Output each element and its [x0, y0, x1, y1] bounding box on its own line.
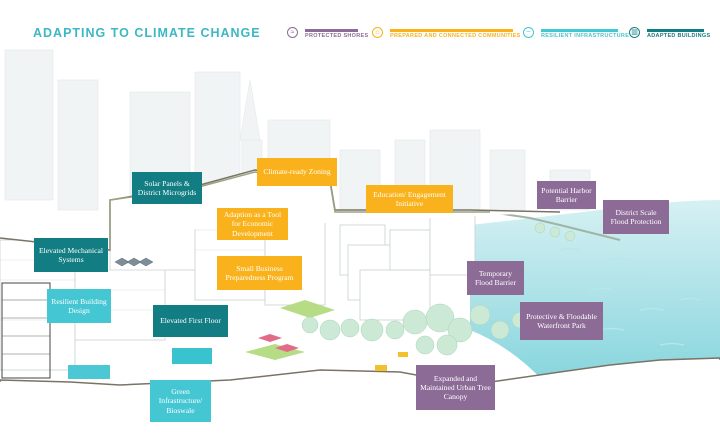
callout-urban-tree-canopy: Expanded and Maintained Urban Tree Canop… — [416, 365, 495, 410]
legend-label: PREPARED AND CONNECTED COMMUNITIES — [390, 33, 521, 39]
wave-marks — [559, 247, 701, 346]
legend-adapted-buildings: ▥ ADAPTED BUILDINGS — [629, 27, 710, 44]
legend-prepared-communities: ⌂ PREPARED AND CONNECTED COMMUNITIES — [372, 27, 520, 44]
harbor-water — [470, 200, 720, 400]
callout-elevated-mechanical: Elevated Mechanical Systems — [34, 238, 108, 272]
cutaway-building — [1, 282, 51, 379]
legend-bar — [647, 29, 704, 32]
page-title: ADAPTING TO CLIMATE CHANGE — [33, 26, 261, 40]
callout-adaption-tool: Adaption as a Tool for Economic Developm… — [217, 208, 288, 240]
callout-education: Education/ Engagement Initiative — [366, 185, 453, 213]
callout-district-scale: District Scale Flood Protection — [603, 200, 669, 234]
infrastructure-icon: ~ — [523, 27, 534, 38]
callout-green-infrastructure: Green Infrastructure/ Bioswale — [150, 380, 211, 422]
legend-bar — [390, 29, 513, 32]
building-icon: ▥ — [629, 27, 640, 38]
shore-icon: ≈ — [287, 27, 298, 38]
legend-bar — [541, 29, 618, 32]
legend-resilient-infrastructure: ~ RESILIENT INFRASTRUCTURE — [523, 27, 629, 44]
callout-protective-park: Protective & Floodable Waterfront Park — [520, 302, 603, 340]
building-outline — [109, 171, 490, 250]
callout-potential-harbor-barrier: Potential Harbor Barrier — [537, 181, 596, 209]
community-icon: ⌂ — [372, 27, 383, 38]
bioswale-pool — [172, 348, 212, 364]
cutaway-floors — [2, 299, 50, 355]
legend-label: RESILIENT INFRASTRUCTURE — [541, 33, 630, 39]
rain-tank — [68, 365, 110, 379]
legend-label: PROTECTED SHORES — [305, 33, 369, 39]
legend-label: ADAPTED BUILDINGS — [647, 33, 711, 39]
callout-small-business: Small Business Preparedness Program — [217, 256, 302, 290]
legend-bar — [305, 29, 358, 32]
callout-solar-panels: Solar Panels & District Microgrids — [132, 172, 202, 204]
callout-temporary-flood-barrier: Temporary Flood Barrier — [467, 261, 524, 295]
cars — [375, 352, 408, 371]
harbor-barrier — [489, 211, 621, 241]
legend-protected-shores: ≈ PROTECTED SHORES — [287, 27, 368, 44]
callout-climate-ready-zoning: Climate-ready Zoning — [257, 158, 337, 186]
shop-awnings — [258, 334, 299, 352]
callout-resilient-building: Resilient Building Design — [47, 289, 111, 323]
callout-elevated-first-floor: Elevated First Floor — [153, 305, 228, 337]
trees — [301, 222, 576, 356]
